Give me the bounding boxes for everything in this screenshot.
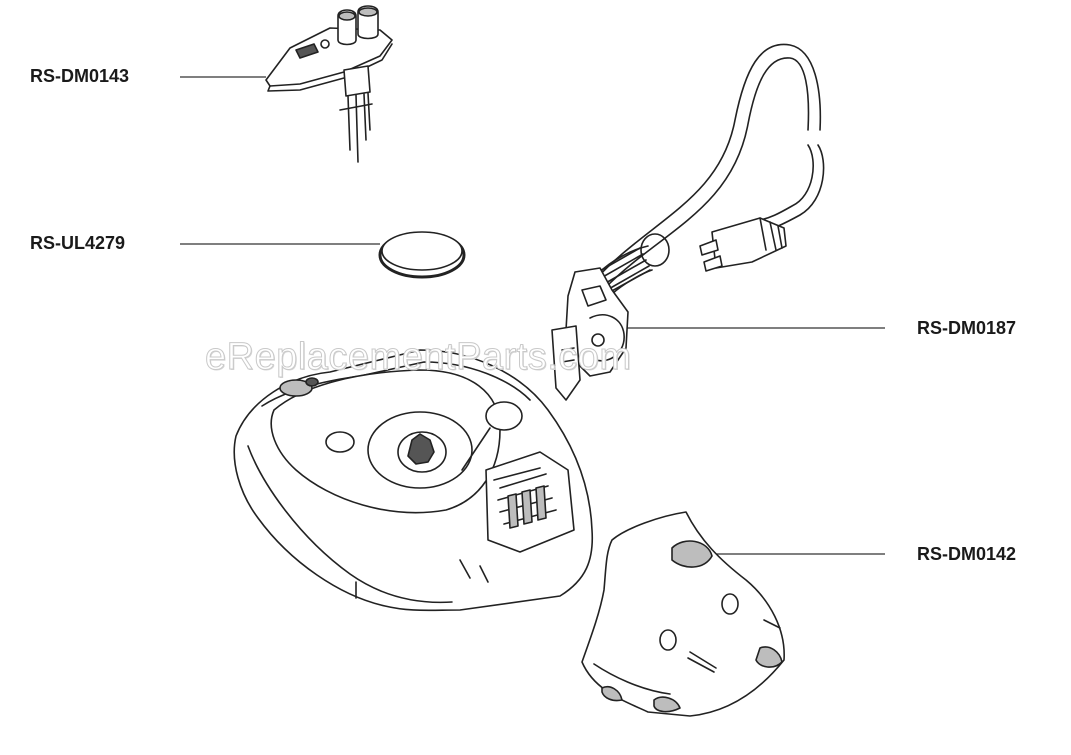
part-label-rs-dm0187[interactable]: RS-DM0187 xyxy=(917,318,1017,338)
part-label-rs-dm0142[interactable]: RS-DM0142 xyxy=(917,544,1017,564)
part-iron-base xyxy=(233,349,594,612)
part-label-rs-dm0143[interactable]: RS-DM0143 xyxy=(30,66,130,86)
part-label-rs-ul4279[interactable]: RS-UL4279 xyxy=(30,233,126,253)
part-filter-disc[interactable] xyxy=(378,231,466,279)
part-switch-assembly[interactable] xyxy=(265,5,393,163)
part-power-cord[interactable] xyxy=(551,43,825,401)
part-rear-cover[interactable] xyxy=(581,511,785,717)
